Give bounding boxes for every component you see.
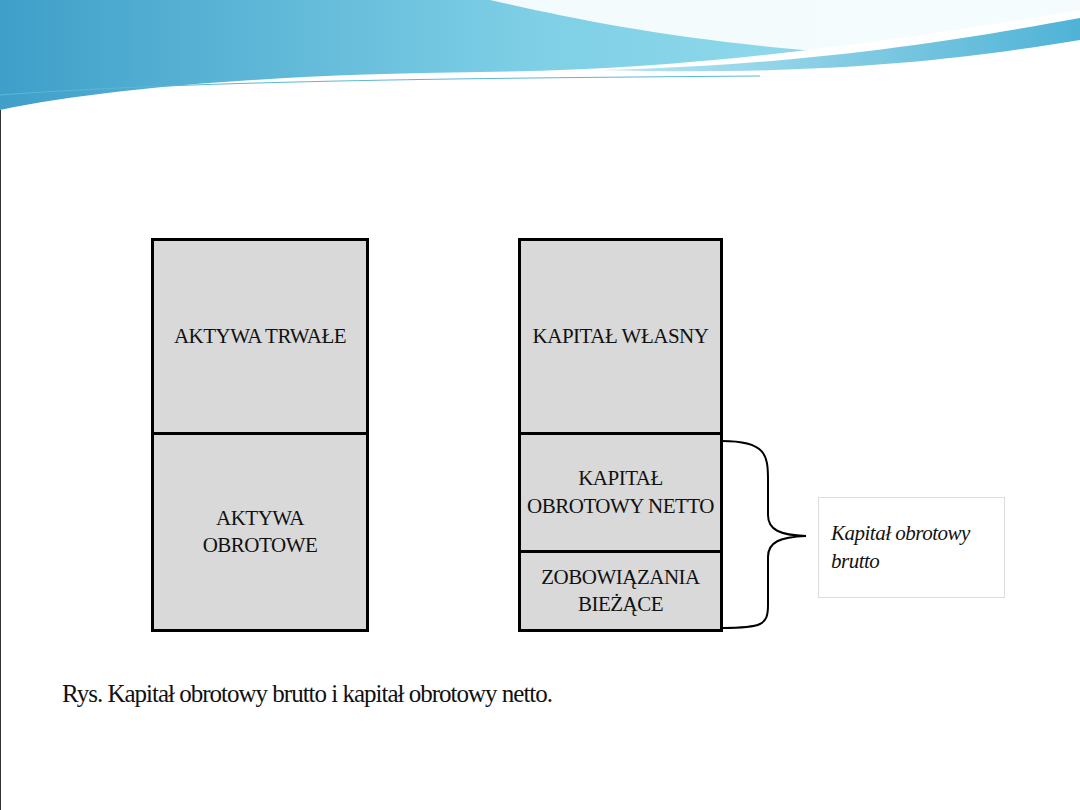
node-label: AKTYWA TRWAŁE — [168, 323, 352, 350]
node-label: Kapitał obrotowy brutto — [831, 520, 992, 575]
curly-brace — [722, 441, 806, 628]
capital-box: KAPITAŁ WŁASNY — [518, 238, 723, 435]
liability-box: ZOBOWIĄZANIA BIEŻĄCE — [518, 550, 723, 632]
figure-caption: Rys. Kapitał obrotowy brutto i kapitał o… — [62, 680, 552, 708]
asset-box: AKTYWA OBROTOWE — [151, 432, 369, 632]
asset-box: AKTYWA TRWAŁE — [151, 238, 369, 435]
node-label: ZOBOWIĄZANIA BIEŻĄCE — [521, 564, 720, 619]
header-wave-band — [600, 18, 1080, 71]
node-label: AKTYWA OBROTOWE — [154, 505, 366, 560]
capital-box: KAPITAŁ OBROTOWY NETTO — [518, 432, 723, 553]
node-label: KAPITAŁ OBROTOWY NETTO — [521, 465, 720, 520]
node-label: KAPITAŁ WŁASNY — [527, 323, 715, 350]
header-wave — [0, 0, 1080, 110]
page-edge — [0, 110, 1, 810]
header-line — [0, 76, 760, 95]
callout-box: Kapitał obrotowy brutto — [818, 497, 1005, 598]
